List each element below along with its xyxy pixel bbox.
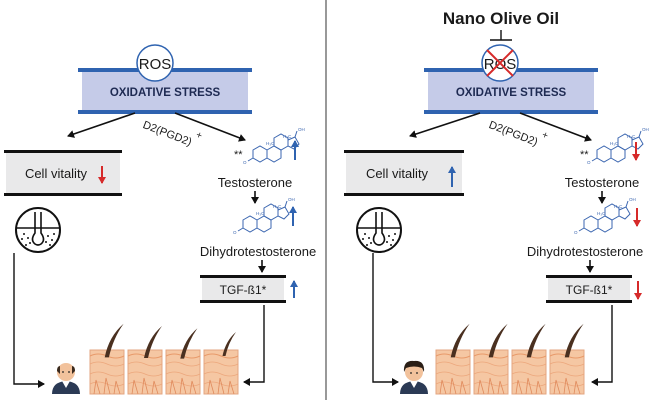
left-panel: OXIDATIVE STRESS ROS D2(PGD2) + ** Cell … — [4, 44, 316, 395]
d2-label-group: D2(PGD2) + — [141, 119, 204, 149]
testosterone-label: Testosterone — [565, 175, 639, 190]
steroid-molecule-icon — [232, 196, 296, 236]
scalp-skin-icon — [435, 349, 585, 395]
testosterone-label: Testosterone — [218, 175, 292, 190]
person-icon — [52, 363, 80, 394]
arrow-to-testosterone — [174, 112, 246, 142]
tgf-label: TGF-ß1* — [566, 283, 613, 297]
plus-sign: + — [194, 130, 204, 142]
stress-label: OXIDATIVE STRESS — [456, 87, 567, 99]
arrow-follicle-to-scalp — [372, 253, 399, 386]
ros-label: ROS — [484, 56, 517, 73]
plus-sign: + — [540, 130, 550, 142]
arrow-follicle-to-scalp — [13, 253, 45, 388]
tgf-label: TGF-ß1* — [220, 283, 267, 297]
d2-label-group: D2(PGD2) + — [487, 119, 550, 149]
cell-vitality-label: Cell vitality — [366, 166, 429, 181]
treatment-title: Nano Olive Oil — [443, 9, 559, 28]
hair-follicle-icon — [356, 207, 402, 253]
cell-vitality-box: Cell vitality — [4, 150, 122, 196]
ros-circle: ROS — [481, 44, 519, 82]
d2-label: D2(PGD2) — [141, 119, 193, 149]
cell-vitality-box: Cell vitality — [344, 150, 464, 196]
person-icon — [400, 360, 428, 394]
arrow-tgf-to-scalp — [243, 305, 265, 386]
ros-label: ROS — [139, 56, 172, 73]
cell-vitality-label: Cell vitality — [25, 166, 88, 181]
significance-stars: ** — [580, 149, 589, 161]
hair-follicle-icon — [15, 207, 61, 253]
scalp-skin-icon — [89, 349, 239, 395]
inhibitor-cross — [486, 49, 514, 77]
steroid-molecule-icon — [573, 196, 637, 236]
arrow-to-testosterone — [519, 112, 592, 142]
tgf-box: TGF-ß1* — [546, 275, 632, 303]
dht-label: Dihydrotestosterone — [200, 244, 316, 259]
steroid-molecule-icon — [586, 126, 650, 166]
arrow-tgf-to-scalp — [591, 305, 613, 386]
d2-label: D2(PGD2) — [487, 119, 539, 149]
significance-stars: ** — [234, 149, 243, 161]
dht-label: Dihydrotestosterone — [527, 244, 643, 259]
stress-label: OXIDATIVE STRESS — [110, 87, 221, 99]
right-panel: Nano Olive Oil OXIDATIVE STRESS ROS D2(P… — [344, 9, 650, 395]
ros-circle: ROS — [136, 44, 174, 82]
arrow-to-cell-vitality — [67, 112, 136, 138]
arrow-to-cell-vitality — [409, 112, 481, 138]
tgf-box: TGF-ß1* — [200, 275, 286, 303]
